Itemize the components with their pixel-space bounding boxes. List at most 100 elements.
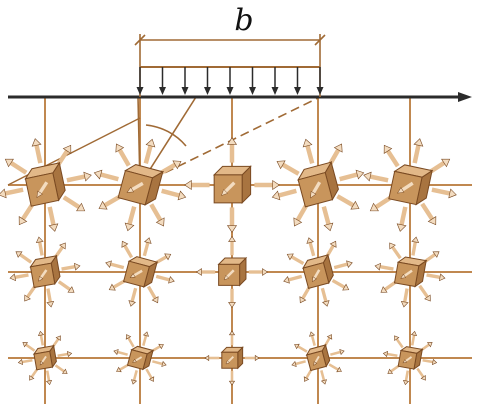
stress-arrowhead: [184, 179, 192, 191]
face-arrow-shaft: [311, 181, 322, 195]
stress-rod: [9, 161, 28, 175]
stress-arrowhead: [262, 268, 269, 276]
stress-arrowhead: [339, 349, 345, 356]
stress-arrowhead: [426, 342, 433, 348]
face-arrow-shaft: [227, 356, 234, 363]
stress-arrowhead: [303, 376, 310, 382]
stress-arrowhead: [37, 330, 45, 336]
stress-arrowhead: [323, 222, 334, 232]
stress-arrowhead: [124, 222, 135, 232]
stress-rod: [295, 203, 309, 222]
stress-rod: [117, 148, 131, 167]
face-arrow-head: [221, 188, 229, 196]
load-arrowhead: [249, 87, 256, 95]
stress-rod: [142, 242, 150, 257]
stress-cube: [184, 137, 280, 233]
stress-arrowhead: [115, 143, 125, 153]
stress-cube: [271, 138, 365, 232]
stress-cube: [0, 138, 92, 232]
stress-arrowhead: [98, 200, 108, 210]
stress-cube: [291, 331, 345, 385]
load-arrowhead: [316, 87, 324, 95]
stress-arrowhead: [177, 190, 187, 201]
stress-arrowhead: [204, 354, 210, 362]
stress-rod: [420, 202, 434, 221]
stress-arrowhead: [67, 286, 75, 293]
face-arrow-shaft: [314, 355, 320, 364]
load-width-label: b: [234, 3, 253, 38]
stress-rod: [57, 280, 71, 291]
stress-cube: [9, 236, 81, 308]
stress-rod: [426, 273, 441, 279]
stress-rod: [422, 358, 434, 364]
face-arrow-head: [38, 275, 44, 282]
stress-arrowhead: [48, 223, 59, 232]
stress-rod: [290, 255, 305, 266]
stress-arrowhead: [55, 335, 61, 342]
face-arrow-head: [223, 274, 230, 281]
stress-rod: [149, 203, 163, 222]
stress-rod: [295, 360, 306, 366]
face-arrow-shaft: [134, 356, 143, 362]
stress-arrowhead: [396, 223, 407, 232]
face-arrow-head: [312, 276, 317, 283]
stress-rod: [145, 368, 153, 379]
stress-rod: [19, 253, 33, 264]
stress-arrowhead: [226, 137, 238, 145]
distributed-load: [134, 34, 326, 97]
stress-arrowhead: [62, 144, 72, 154]
stress-cube: [382, 330, 438, 386]
stress-cube: [93, 138, 187, 232]
stress-arrowhead: [400, 301, 409, 308]
stress-rod: [46, 288, 52, 303]
stress-arrowhead: [228, 235, 236, 242]
face-arrow-shaft: [40, 355, 47, 364]
stress-rod: [142, 335, 148, 346]
stress-arrowhead: [83, 171, 92, 182]
stress-arrowhead: [22, 342, 29, 348]
stress-rod: [416, 367, 425, 378]
stress-arrowhead: [31, 138, 42, 147]
stress-rod: [410, 334, 416, 346]
stress-rod: [38, 241, 44, 256]
stress-arrowhead: [322, 300, 330, 307]
stress-arrowhead: [441, 158, 451, 168]
face-arrow-head: [39, 360, 44, 366]
stress-rod: [62, 195, 81, 209]
stress-arrowhead: [383, 144, 393, 154]
stress-rod: [278, 188, 297, 198]
face-arrow-shaft: [400, 181, 414, 192]
stress-rod: [386, 352, 398, 358]
stress-rod: [321, 206, 331, 225]
stress-arrowhead: [346, 260, 353, 268]
stress-rod: [25, 343, 36, 352]
stress-rod: [418, 284, 429, 298]
stress-rod: [54, 364, 65, 373]
stress-rod: [297, 345, 308, 353]
stress-arrowhead: [128, 300, 136, 307]
stress-arrowhead: [309, 331, 316, 337]
angle-arc: [145, 124, 187, 147]
load-arrowhead: [204, 87, 211, 95]
stress-arrowhead: [380, 286, 388, 293]
face-arrow-head: [36, 190, 43, 199]
stress-arrowhead: [144, 237, 152, 244]
stress-rod: [431, 187, 451, 196]
stress-arrowhead: [326, 334, 333, 340]
stress-arrowhead: [145, 138, 156, 148]
stress-rod: [66, 174, 86, 183]
stress-rod: [34, 144, 43, 164]
face-arrow-shaft: [38, 181, 49, 195]
stress-cube: [195, 235, 269, 309]
stress-rod: [308, 242, 316, 257]
stress-arrowhead: [226, 225, 238, 233]
stress-rod: [155, 274, 170, 282]
stress-arrowhead: [363, 171, 372, 182]
stress-arrowhead: [299, 296, 307, 304]
stress-arrowhead: [254, 354, 260, 362]
stress-rod: [331, 278, 346, 289]
load-arrowhead: [226, 87, 234, 95]
face-arrow-head: [126, 186, 134, 193]
stress-rod: [103, 194, 122, 208]
